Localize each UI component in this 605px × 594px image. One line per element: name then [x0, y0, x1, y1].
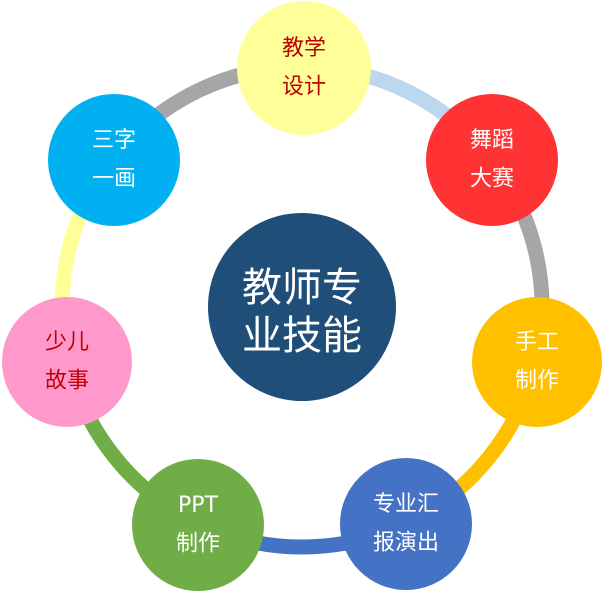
node-label-shaoer-gushi-line-2: 故事 — [45, 368, 89, 393]
node-circle-ppt-zhizuo — [132, 459, 264, 591]
center-label-line-2: 业技能 — [242, 313, 362, 359]
node-label-zhuanye-huibao-line-2: 报演出 — [373, 530, 439, 555]
node-circle-sanzi-yihua — [48, 94, 180, 226]
node-label-zhuanye-huibao-line-1: 专业汇 — [373, 492, 439, 517]
node-label-ppt-zhizuo-line-1: PPT — [178, 493, 219, 518]
node-label-jiaoxue-sheji-line-2: 设计 — [282, 74, 326, 99]
center-node: 教师专 业技能 — [208, 213, 396, 401]
node-label-shaoer-gushi-line-1: 少儿 — [45, 330, 89, 355]
node-circle-shaoer-gushi — [2, 297, 132, 427]
node-circle-shougong-zhizuo — [472, 297, 602, 427]
node-circle-jiaoxue-sheji — [237, 1, 371, 135]
node-ppt-zhizuo: PPT 制作 — [132, 459, 264, 591]
node-label-wudao-dasai-line-1: 舞蹈 — [470, 128, 514, 153]
node-label-shougong-zhizuo-line-2: 制作 — [515, 368, 559, 393]
node-circle-wudao-dasai — [426, 94, 558, 226]
center-label-line-1: 教师专 — [242, 265, 362, 311]
node-label-ppt-zhizuo-line-2: 制作 — [176, 531, 220, 556]
node-label-jiaoxue-sheji-line-1: 教学 — [282, 36, 326, 61]
node-label-wudao-dasai-line-2: 大赛 — [470, 166, 514, 191]
node-label-shougong-zhizuo-line-1: 手工 — [515, 330, 559, 355]
node-label-sanzi-yihua-line-1: 三字 — [92, 128, 136, 153]
node-circle-zhuanye-huibao — [340, 458, 472, 590]
center-circle — [208, 213, 396, 401]
node-label-sanzi-yihua-line-2: 一画 — [92, 166, 136, 191]
